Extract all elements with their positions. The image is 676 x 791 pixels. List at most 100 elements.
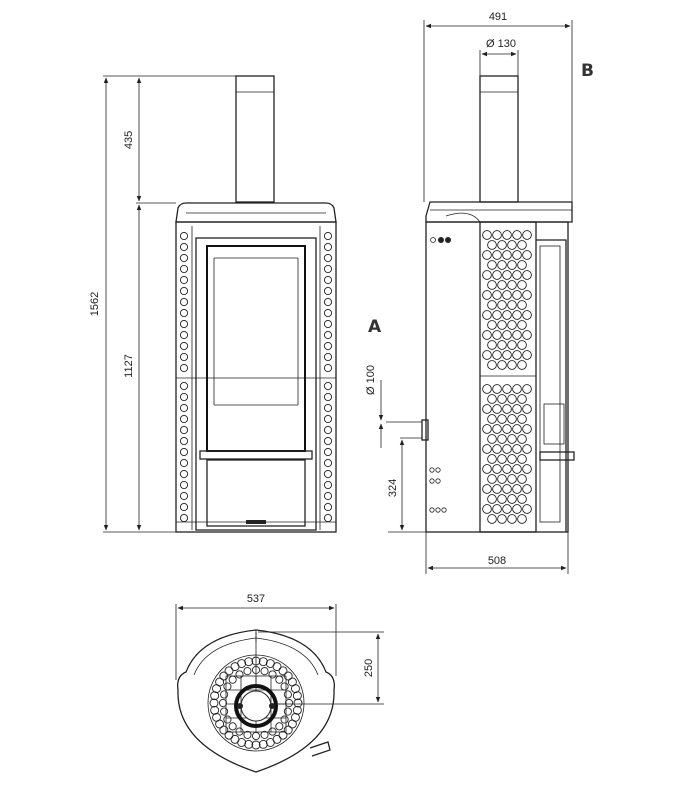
decor-dot [517, 240, 527, 250]
decor-dot [497, 434, 507, 444]
decor-dot [492, 444, 502, 454]
decor-dot [522, 484, 532, 494]
decor-dot [517, 434, 527, 444]
decor-dot [482, 330, 492, 340]
decor-dot [280, 682, 289, 691]
decor-dot [502, 250, 512, 260]
decor-dot [522, 350, 532, 360]
decor-dot [522, 230, 532, 240]
decor-dot [228, 675, 237, 684]
decor-dot [487, 394, 497, 404]
decor-dot [179, 458, 189, 468]
decor-dot [492, 484, 502, 494]
decor-dot [522, 250, 532, 260]
decor-dot [512, 424, 522, 434]
decor-dot [492, 230, 502, 240]
decor-dot [522, 290, 532, 300]
decor-dot [283, 725, 293, 735]
decor-dot [487, 360, 497, 370]
decor-dot [323, 425, 333, 435]
decor-dot [179, 308, 189, 318]
decor-dot [507, 260, 517, 270]
decor-dot [212, 712, 221, 722]
decor-dot [228, 722, 237, 731]
view-label-a: A [368, 317, 382, 337]
decor-dot [497, 454, 507, 464]
decor-dot [244, 657, 254, 667]
decor-dot [179, 319, 189, 329]
decor-dot [507, 414, 517, 424]
decor-dot [278, 730, 288, 740]
decor-dot [517, 340, 527, 350]
decor-dot [512, 270, 522, 280]
decor-dot [179, 253, 189, 263]
decor-dot [482, 404, 492, 414]
decor-dot [512, 310, 522, 320]
decor-dot [482, 444, 492, 454]
decor-dot [283, 690, 292, 699]
front-flue-pipe [235, 75, 275, 203]
decor-dot [244, 739, 254, 749]
decor-dot [323, 363, 333, 373]
decor-dot [507, 320, 517, 330]
decor-dot [179, 330, 189, 340]
decor-dot [492, 424, 502, 434]
decor-dot [517, 260, 527, 270]
decor-dot [492, 270, 502, 280]
decor-dot [323, 513, 333, 523]
decor-dot [492, 290, 502, 300]
decor-dot [179, 242, 189, 252]
decor-dot [220, 690, 229, 699]
side-dot-panel [479, 221, 537, 533]
decor-dot [502, 444, 512, 454]
decor-dot [179, 436, 189, 446]
front-left-dot-panel [179, 231, 189, 523]
decor-dot [323, 458, 333, 468]
decor-dot [512, 404, 522, 414]
decor-dot [512, 464, 522, 474]
decor-dot [179, 286, 189, 296]
dim-plan-offset: 250 [363, 659, 375, 677]
decor-dot [522, 464, 532, 474]
decor-dot [293, 698, 303, 708]
decor-dot [517, 514, 527, 524]
decor-dot [492, 310, 502, 320]
decor-dot [507, 340, 517, 350]
decor-dot [507, 300, 517, 310]
decor-dot [497, 260, 507, 270]
decor-dot [323, 330, 333, 340]
side-flue-pipe [479, 75, 519, 203]
decor-dot [235, 670, 244, 679]
decor-dot [323, 297, 333, 307]
decor-dot [243, 730, 252, 739]
decor-dot [260, 730, 269, 739]
dim-side-depth: 508 [488, 555, 506, 567]
decor-dot [502, 350, 512, 360]
decor-dot [497, 414, 507, 424]
decor-dot [512, 384, 522, 394]
decor-dot [220, 707, 229, 716]
decor-dot [487, 240, 497, 250]
front-ash-drawer [206, 459, 306, 527]
decor-dot [482, 350, 492, 360]
decor-dot [268, 670, 277, 679]
decor-dot [487, 340, 497, 350]
decor-dot [323, 341, 333, 351]
decor-dot [179, 275, 189, 285]
decor-dot [235, 727, 244, 736]
decor-dot [323, 319, 333, 329]
decor-dot [522, 330, 532, 340]
side-body [425, 221, 569, 533]
decor-dot [258, 657, 268, 667]
decor-dot [179, 231, 189, 241]
decor-dot [179, 341, 189, 351]
decor-dot [512, 444, 522, 454]
decor-dot [292, 691, 302, 701]
dim-body-height: 1127 [123, 354, 135, 378]
decor-dot [280, 715, 289, 724]
decor-dot [507, 394, 517, 404]
plan-dot-grid [209, 656, 303, 750]
decor-dot [323, 436, 333, 446]
decor-dot [275, 722, 284, 731]
decor-dot [497, 494, 507, 504]
